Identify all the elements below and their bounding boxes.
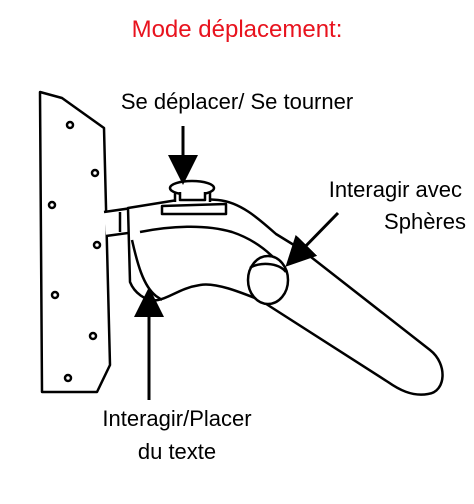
place-text-label-line2: du texte xyxy=(137,439,217,464)
diagram-title: Mode déplacement: xyxy=(131,16,343,43)
arrow-diagonal-icon xyxy=(285,211,340,267)
move-turn-label: Se déplacer/ Se tourner xyxy=(120,89,354,114)
place-text-label-line1: Interagir/Placer xyxy=(102,406,252,431)
vr-controller-icon xyxy=(38,90,444,396)
spheres-label-line1: Interagir avec xyxy=(328,177,462,202)
spheres-label-line2: Sphères xyxy=(384,209,466,234)
